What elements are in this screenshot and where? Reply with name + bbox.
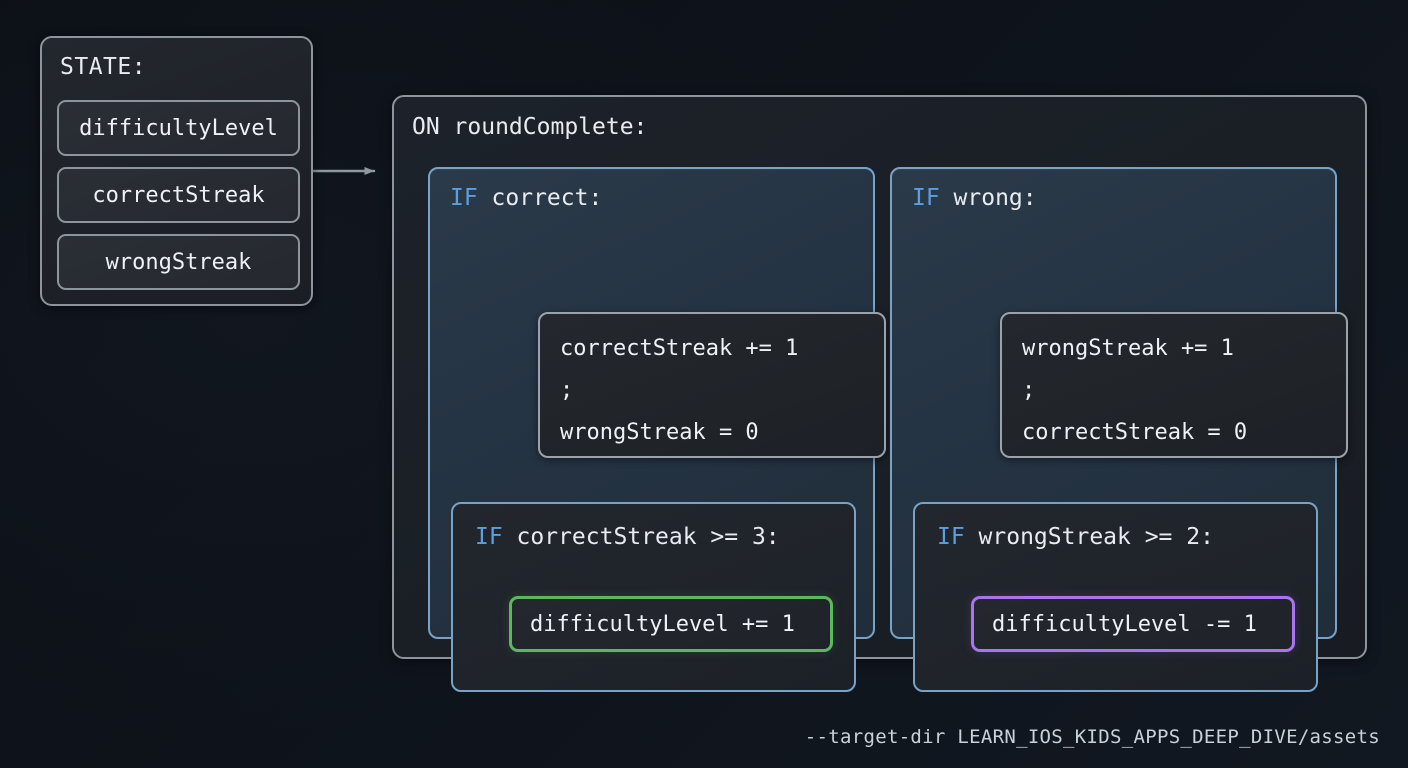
- statement-line: correctStreak += 1: [560, 336, 799, 361]
- footer-command-text: --target-dir LEARN_IOS_KIDS_APPS_DEEP_DI…: [804, 726, 1380, 748]
- nested-if-wrong-streak: IF wrongStreak >= 2: difficultyLevel -= …: [913, 502, 1318, 692]
- statement-box-wrong: wrongStreak += 1 ; correctStreak = 0: [1000, 312, 1348, 458]
- branch-condition: wrong:: [953, 185, 1037, 211]
- keyword-if: IF: [937, 524, 979, 550]
- statement-line: ;: [560, 378, 574, 403]
- nested-if-correct-streak: IF correctStreak >= 3: difficultyLevel +…: [451, 502, 856, 692]
- nested-if-title: IF correctStreak >= 3:: [475, 524, 780, 550]
- nested-condition: wrongStreak >= 2:: [978, 524, 1214, 550]
- branch-if-wrong-title: IF wrong:: [912, 185, 1037, 211]
- state-panel-title: STATE:: [60, 54, 147, 80]
- keyword-if: IF: [912, 185, 954, 211]
- state-item-correct-streak[interactable]: correctStreak: [57, 167, 300, 223]
- state-item-list: difficultyLevel correctStreak wrongStrea…: [57, 100, 300, 301]
- statement-line: wrongStreak += 1: [1022, 336, 1234, 361]
- state-item-wrong-streak[interactable]: wrongStreak: [57, 234, 300, 290]
- branch-if-wrong: IF wrong: wrongStreak += 1 ; correctStre…: [890, 167, 1348, 692]
- keyword-if: IF: [450, 185, 492, 211]
- nested-condition: correctStreak >= 3:: [516, 524, 780, 550]
- branch-if-correct: IF correct: correctStreak += 1 ; wrongSt…: [428, 167, 886, 692]
- state-panel: STATE: difficultyLevel correctStreak wro…: [40, 36, 313, 306]
- statement-box-correct: correctStreak += 1 ; wrongStreak = 0: [538, 312, 886, 458]
- statement-line: ;: [1022, 378, 1036, 403]
- keyword-if: IF: [475, 524, 517, 550]
- action-difficulty-increase[interactable]: difficultyLevel += 1: [509, 596, 833, 652]
- flow-panel: ON roundComplete: IF correct: correctStr…: [392, 95, 1367, 692]
- action-difficulty-decrease[interactable]: difficultyLevel -= 1: [971, 596, 1295, 652]
- state-item-difficulty-level[interactable]: difficultyLevel: [57, 100, 300, 156]
- statement-line: wrongStreak = 0: [560, 420, 759, 445]
- nested-if-title: IF wrongStreak >= 2:: [937, 524, 1214, 550]
- branch-if-correct-title: IF correct:: [450, 185, 602, 211]
- branch-condition: correct:: [491, 185, 603, 211]
- statement-line: correctStreak = 0: [1022, 420, 1248, 445]
- flow-panel-title: ON roundComplete:: [412, 114, 648, 140]
